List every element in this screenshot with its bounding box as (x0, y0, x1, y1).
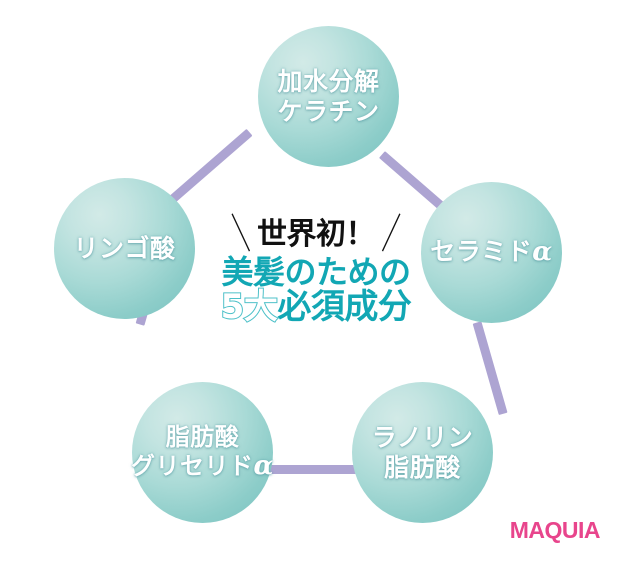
node-label-keratin-line1: 加水分解 (277, 67, 380, 96)
node-label-glyceride-line1: 脂肪酸 (165, 423, 240, 451)
node-label-lanolin-fatty-acid: ラノリン 脂肪酸 (372, 423, 474, 482)
subheadline-line-2: 5大必須成分 (196, 286, 436, 327)
node-label-keratin: 加水分解 ケラチン (277, 67, 379, 126)
brand-logo-maquia: MAQUIA (509, 517, 601, 543)
center-headline-block: ＼ 世界初！ ／ 美髪のための 5大必須成分 (196, 210, 436, 327)
node-label-lanolin-line2: 脂肪酸 (384, 452, 461, 482)
subheadline-solid-text: 必須成分 (277, 286, 412, 327)
node-circle-ceramide: セラミドα (421, 182, 562, 323)
headline-world-first: 世界初！ (257, 217, 376, 252)
node-label-keratin-line2: ケラチン (277, 96, 380, 126)
connector-ceramide-to-lanolin (472, 321, 508, 416)
headline-row: ＼ 世界初！ ／ (196, 210, 436, 258)
node-label-malic-acid-line1: リンゴ酸 (73, 233, 176, 263)
connector-lanolin-to-glyceride (268, 465, 356, 474)
node-label-ceramide-alpha: α (532, 237, 553, 268)
node-label-glyceride-alpha: α (253, 451, 275, 482)
connector-malic-to-keratin (168, 128, 253, 204)
subheadline-line-1: 美髪のための (221, 253, 411, 291)
node-circle-keratin: 加水分解 ケラチン (258, 26, 399, 167)
slash-right-decoration: ／ (371, 210, 412, 258)
subheadline-outline-text: 5大 (220, 286, 279, 327)
node-label-ceramide-line1: セラミド (430, 237, 533, 267)
node-label-ceramide: セラミドα (430, 237, 553, 268)
node-label-glyceride-line2: グリセリド (131, 452, 254, 481)
node-label-lanolin-line1: ラノリン (371, 423, 474, 452)
node-label-fatty-acid-glyceride: 脂肪酸 グリセリドα (131, 423, 274, 482)
node-circle-fatty-acid-glyceride: 脂肪酸 グリセリドα (131, 382, 274, 523)
node-circle-lanolin-fatty-acid: ラノリン 脂肪酸 (352, 382, 493, 523)
node-circle-malic-acid: リンゴ酸 (54, 178, 195, 319)
node-label-malic-acid: リンゴ酸 (73, 234, 175, 264)
slash-left-decoration: ＼ (220, 210, 261, 258)
